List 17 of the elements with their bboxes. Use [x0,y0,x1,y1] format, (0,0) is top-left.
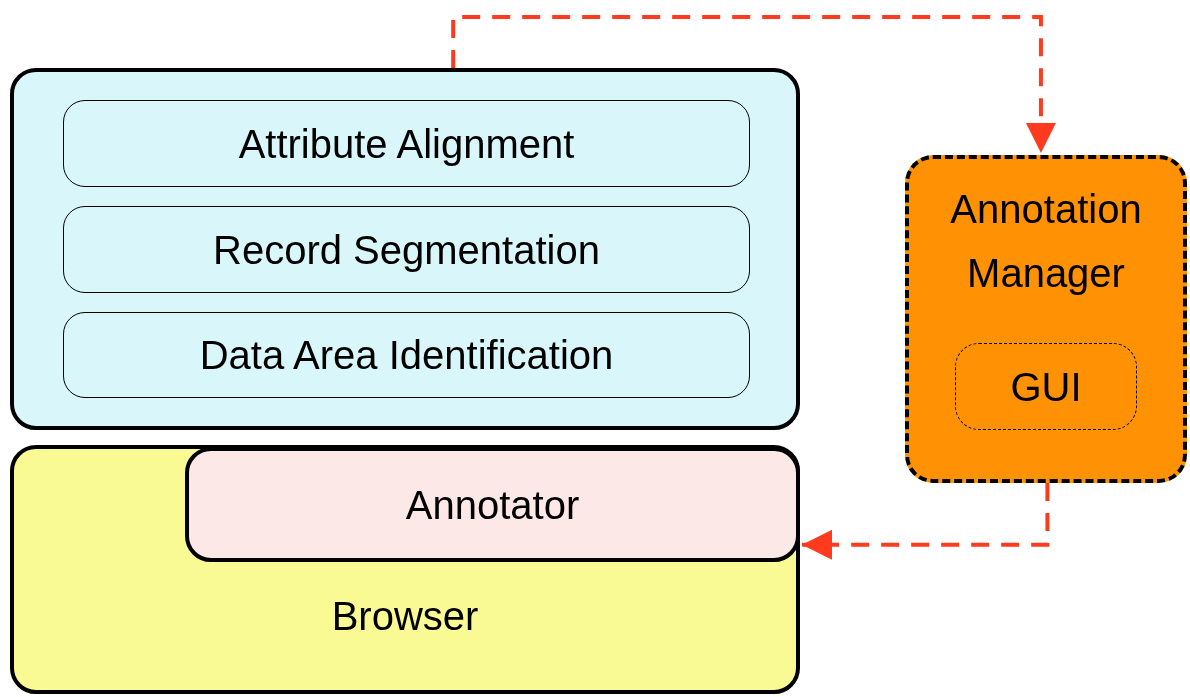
module-panel [10,68,800,430]
node-label: Attribute Alignment [238,120,575,168]
node-label: Annotator [405,481,580,529]
dashed-arrow [802,483,1050,560]
layer-pill [63,100,750,187]
node-label: GUI [1010,363,1082,411]
dashed-arrow [451,15,1056,153]
node-label: Data Area Identification [199,332,614,379]
browser-box [10,445,800,694]
node-label: Record Segmentation [213,226,600,274]
layer-pill [63,206,750,293]
node-label: Annotation Manager [949,186,1143,297]
node-label: Browser [331,593,479,640]
annotator-box [185,447,800,562]
gui-pill [955,343,1137,430]
layer-pill [63,312,750,398]
manager-box [905,155,1187,483]
